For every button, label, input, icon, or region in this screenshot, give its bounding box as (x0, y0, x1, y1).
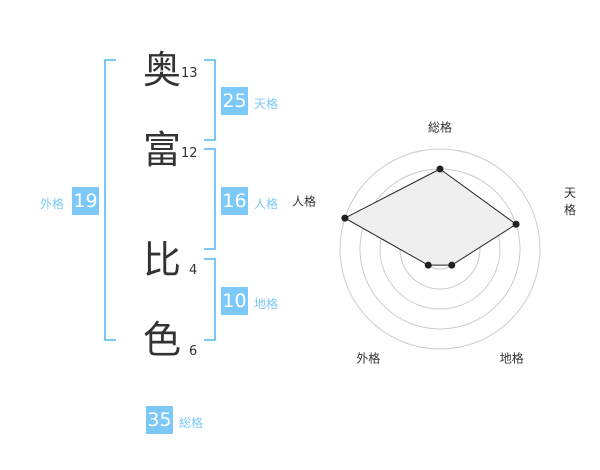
chikaku-label: 地格 (254, 297, 279, 311)
name-char-4: 色 (142, 318, 181, 362)
radar-point (341, 214, 349, 222)
radar-point (424, 261, 432, 269)
jinkaku-bracket (204, 148, 216, 250)
radar-axis-label: 人格 (291, 194, 316, 209)
tenkaku-bracket (204, 59, 216, 141)
gaikaku-label: 外格 (40, 197, 65, 211)
gaikaku-value: 19 (72, 187, 99, 215)
name-char-1: 奥 (142, 48, 181, 92)
stroke-count-3: 4 (189, 263, 198, 278)
chikaku-value: 10 (221, 287, 248, 315)
jinkaku-label: 人格 (254, 197, 279, 211)
tenkaku-label: 天格 (254, 97, 279, 111)
radar-area (343, 168, 517, 266)
stroke-count-2: 12 (181, 146, 198, 161)
radar-axis-label: 総格 (427, 120, 453, 135)
name-char-3: 比 (142, 238, 181, 282)
chikaku-bracket (204, 258, 216, 341)
stroke-count-4: 6 (189, 344, 198, 359)
gaikaku-bracket (104, 59, 116, 341)
jinkaku-value: 16 (221, 187, 248, 215)
name-char-2: 富 (142, 128, 181, 172)
radar-point (436, 165, 444, 173)
radar-axis-label: 外格 (356, 351, 381, 366)
radar-ring (339, 148, 541, 350)
tenkaku-value: 25 (221, 87, 248, 115)
radar-point (512, 220, 520, 228)
stroke-count-1: 13 (181, 66, 198, 81)
radar-axis-label: 地格 (499, 351, 524, 366)
soukaku-value: 35 (146, 406, 173, 434)
soukaku-label: 総格 (179, 416, 204, 430)
radar-point (448, 261, 456, 269)
radar-axis-label: 天格 (564, 186, 577, 218)
